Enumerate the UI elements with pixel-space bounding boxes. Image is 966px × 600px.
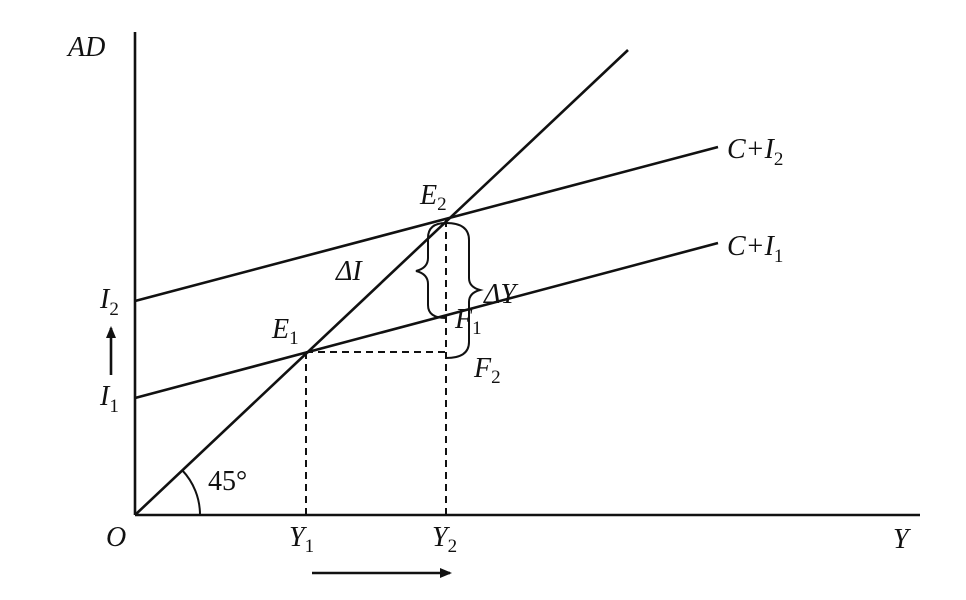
label-e1: E1 [271,314,299,349]
delta-y-brace [445,222,484,359]
ad-line-c-plus-i2 [134,145,719,303]
label-delta-y: ΔY [483,279,519,310]
y-axis-label: AD [66,32,105,63]
x-axis-label: Y [893,524,912,555]
angle-arc [181,469,202,516]
label-c-plus-i2: C+I2 [727,134,783,170]
angle-label: 45° [208,466,247,497]
label-y2: Y2 [432,522,457,557]
label-f1: F1 [454,304,482,339]
origin-label: O [106,522,126,553]
label-e2: E2 [419,180,447,215]
forty-five-degree-line [134,49,629,516]
label-i2: I2 [99,284,119,320]
label-y1: Y1 [289,522,314,557]
label-f2: F2 [473,353,501,388]
ad-line-c-plus-i1 [134,241,719,400]
label-c-plus-i1: C+I1 [727,231,783,267]
label-i1: I1 [99,381,119,417]
delta-i-brace [415,222,447,319]
label-delta-i: ΔI [335,256,363,287]
